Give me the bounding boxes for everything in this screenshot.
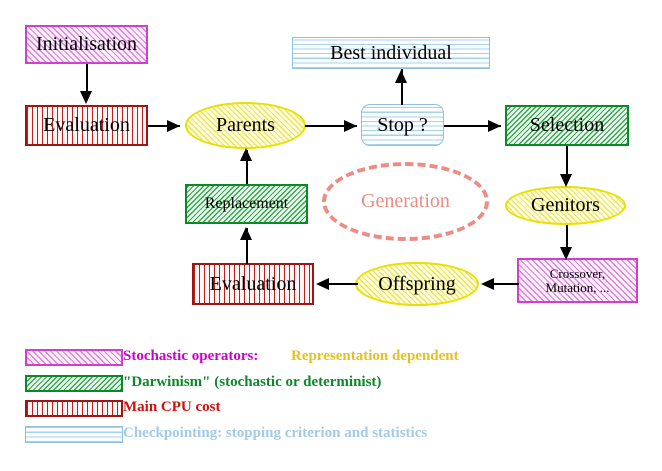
node-generation-boundary: Generation xyxy=(322,162,489,241)
edge-replacement-to-parents xyxy=(246,150,248,184)
arrowhead-operators-to-offspring xyxy=(481,278,494,290)
node-stop[interactable]: Stop ? xyxy=(361,104,444,146)
node-initialisation-label: Initialisation xyxy=(35,33,138,55)
legend-label-checkpointing: Checkpointing: stopping criterion and st… xyxy=(123,425,428,441)
node-selection[interactable]: Selection xyxy=(505,105,629,146)
arrowhead-replacement-to-parents xyxy=(240,148,252,161)
node-variation-operators-line2: Mutation, ... xyxy=(545,279,610,295)
edge-evaluation-to-parents xyxy=(148,125,180,127)
node-evaluation-bottom[interactable]: Evaluation xyxy=(192,263,314,305)
arrowhead-genitors-to-operators xyxy=(560,247,572,260)
node-stop-label: Stop ? xyxy=(377,113,428,136)
node-parents[interactable]: Parents xyxy=(185,102,306,149)
edge-stop-to-best-individual xyxy=(401,69,403,105)
node-offspring-label: Offspring xyxy=(378,272,456,295)
node-evaluation-bottom-label: Evaluation xyxy=(209,272,297,295)
legend-swatch-stochastic-operators xyxy=(25,349,123,366)
arrowhead-stop-to-selection xyxy=(488,120,501,132)
arrowhead-stop-to-best-individual xyxy=(395,70,407,83)
arrowhead-parents-to-stop xyxy=(344,120,357,132)
node-evaluation-top-label: Evaluation xyxy=(43,114,130,136)
node-initialisation[interactable]: Initialisation xyxy=(25,25,148,64)
edge-selection-to-genitors xyxy=(566,146,568,179)
node-parents-label: Parents xyxy=(216,114,275,136)
edge-operators-to-offspring xyxy=(484,283,519,285)
node-best-individual[interactable]: Best individual xyxy=(292,37,490,69)
edge-evaluation-to-replacement xyxy=(246,228,248,264)
node-variation-operators[interactable]: Crossover, Mutation, ... xyxy=(517,258,638,303)
legend-label-stochastic-operators: Stochastic operators: xyxy=(123,348,259,364)
node-offspring[interactable]: Offspring xyxy=(355,262,479,306)
node-replacement[interactable]: Replacement xyxy=(185,184,308,224)
edge-stop-to-selection xyxy=(444,125,501,127)
node-genitors-label: Genitors xyxy=(531,194,600,216)
node-genitors[interactable]: Genitors xyxy=(505,186,626,225)
edge-genitors-to-operators xyxy=(566,225,568,250)
legend-swatch-main-cpu-cost xyxy=(25,400,123,417)
arrowhead-evaluation-to-parents xyxy=(167,120,180,132)
node-best-individual-label: Best individual xyxy=(330,41,452,64)
legend-label-main-cpu-cost: Main CPU cost xyxy=(123,399,221,415)
edge-initialisation-to-evaluation xyxy=(86,64,88,94)
edge-parents-to-stop xyxy=(305,125,357,127)
arrowhead-offspring-to-evaluation xyxy=(316,278,329,290)
arrowhead-initialisation-to-evaluation xyxy=(80,91,92,104)
node-generation-label: Generation xyxy=(361,190,450,212)
node-replacement-label: Replacement xyxy=(204,194,289,212)
node-selection-label: Selection xyxy=(529,114,605,136)
legend-label-representation-dependent: Representation dependent xyxy=(291,348,459,364)
node-evaluation-top[interactable]: Evaluation xyxy=(25,105,148,146)
legend-label-darwinism: "Darwinism" (stochastic or determinist) xyxy=(123,374,382,390)
edge-offspring-to-evaluation xyxy=(320,283,358,285)
arrowhead-evaluation-to-replacement xyxy=(240,227,252,240)
legend-swatch-checkpointing xyxy=(25,426,123,443)
legend-swatch-darwinism xyxy=(25,375,123,392)
node-variation-operators-line1: Crossover, xyxy=(549,265,606,281)
arrowhead-selection-to-genitors xyxy=(560,174,572,187)
